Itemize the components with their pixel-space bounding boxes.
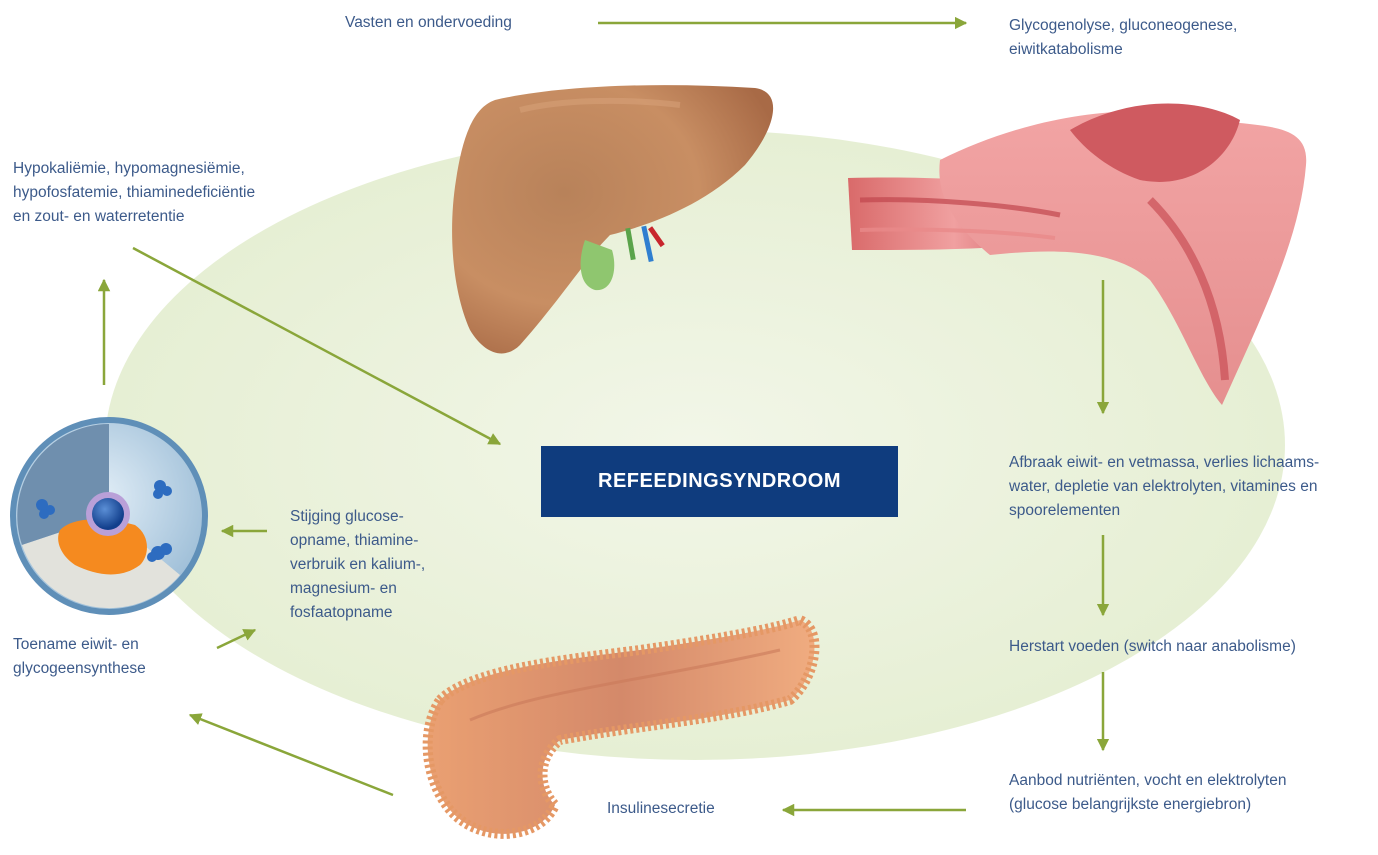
title: REFEEDINGSYNDROOM: [598, 470, 841, 493]
label-fasting: Vasten en ondervoeding: [345, 11, 512, 35]
label-insulin: Insulinesecretie: [607, 797, 715, 821]
label-supply: Aanbod nutriënten, vocht en elektrolyten…: [1009, 769, 1286, 817]
label-breakdown: Afbraak eiwit- en vetmassa, verlies lich…: [1009, 451, 1319, 523]
arrow-pancreas-to-synthesis: [190, 715, 393, 795]
label-glycogenolysis: Glycogenolyse, gluconeogenese,eiwitkatab…: [1009, 14, 1237, 62]
label-restart-feeding: Herstart voeden (switch naar anabolisme): [1009, 635, 1296, 659]
cell-icon: [13, 420, 205, 612]
label-deficiencies: Hypokaliëmie, hypomagnesiëmie,hypofosfat…: [13, 157, 255, 229]
title-box: REFEEDINGSYNDROOM: [541, 446, 898, 517]
label-uptake: Stijging glucose-opname, thiamine-verbru…: [290, 505, 425, 625]
